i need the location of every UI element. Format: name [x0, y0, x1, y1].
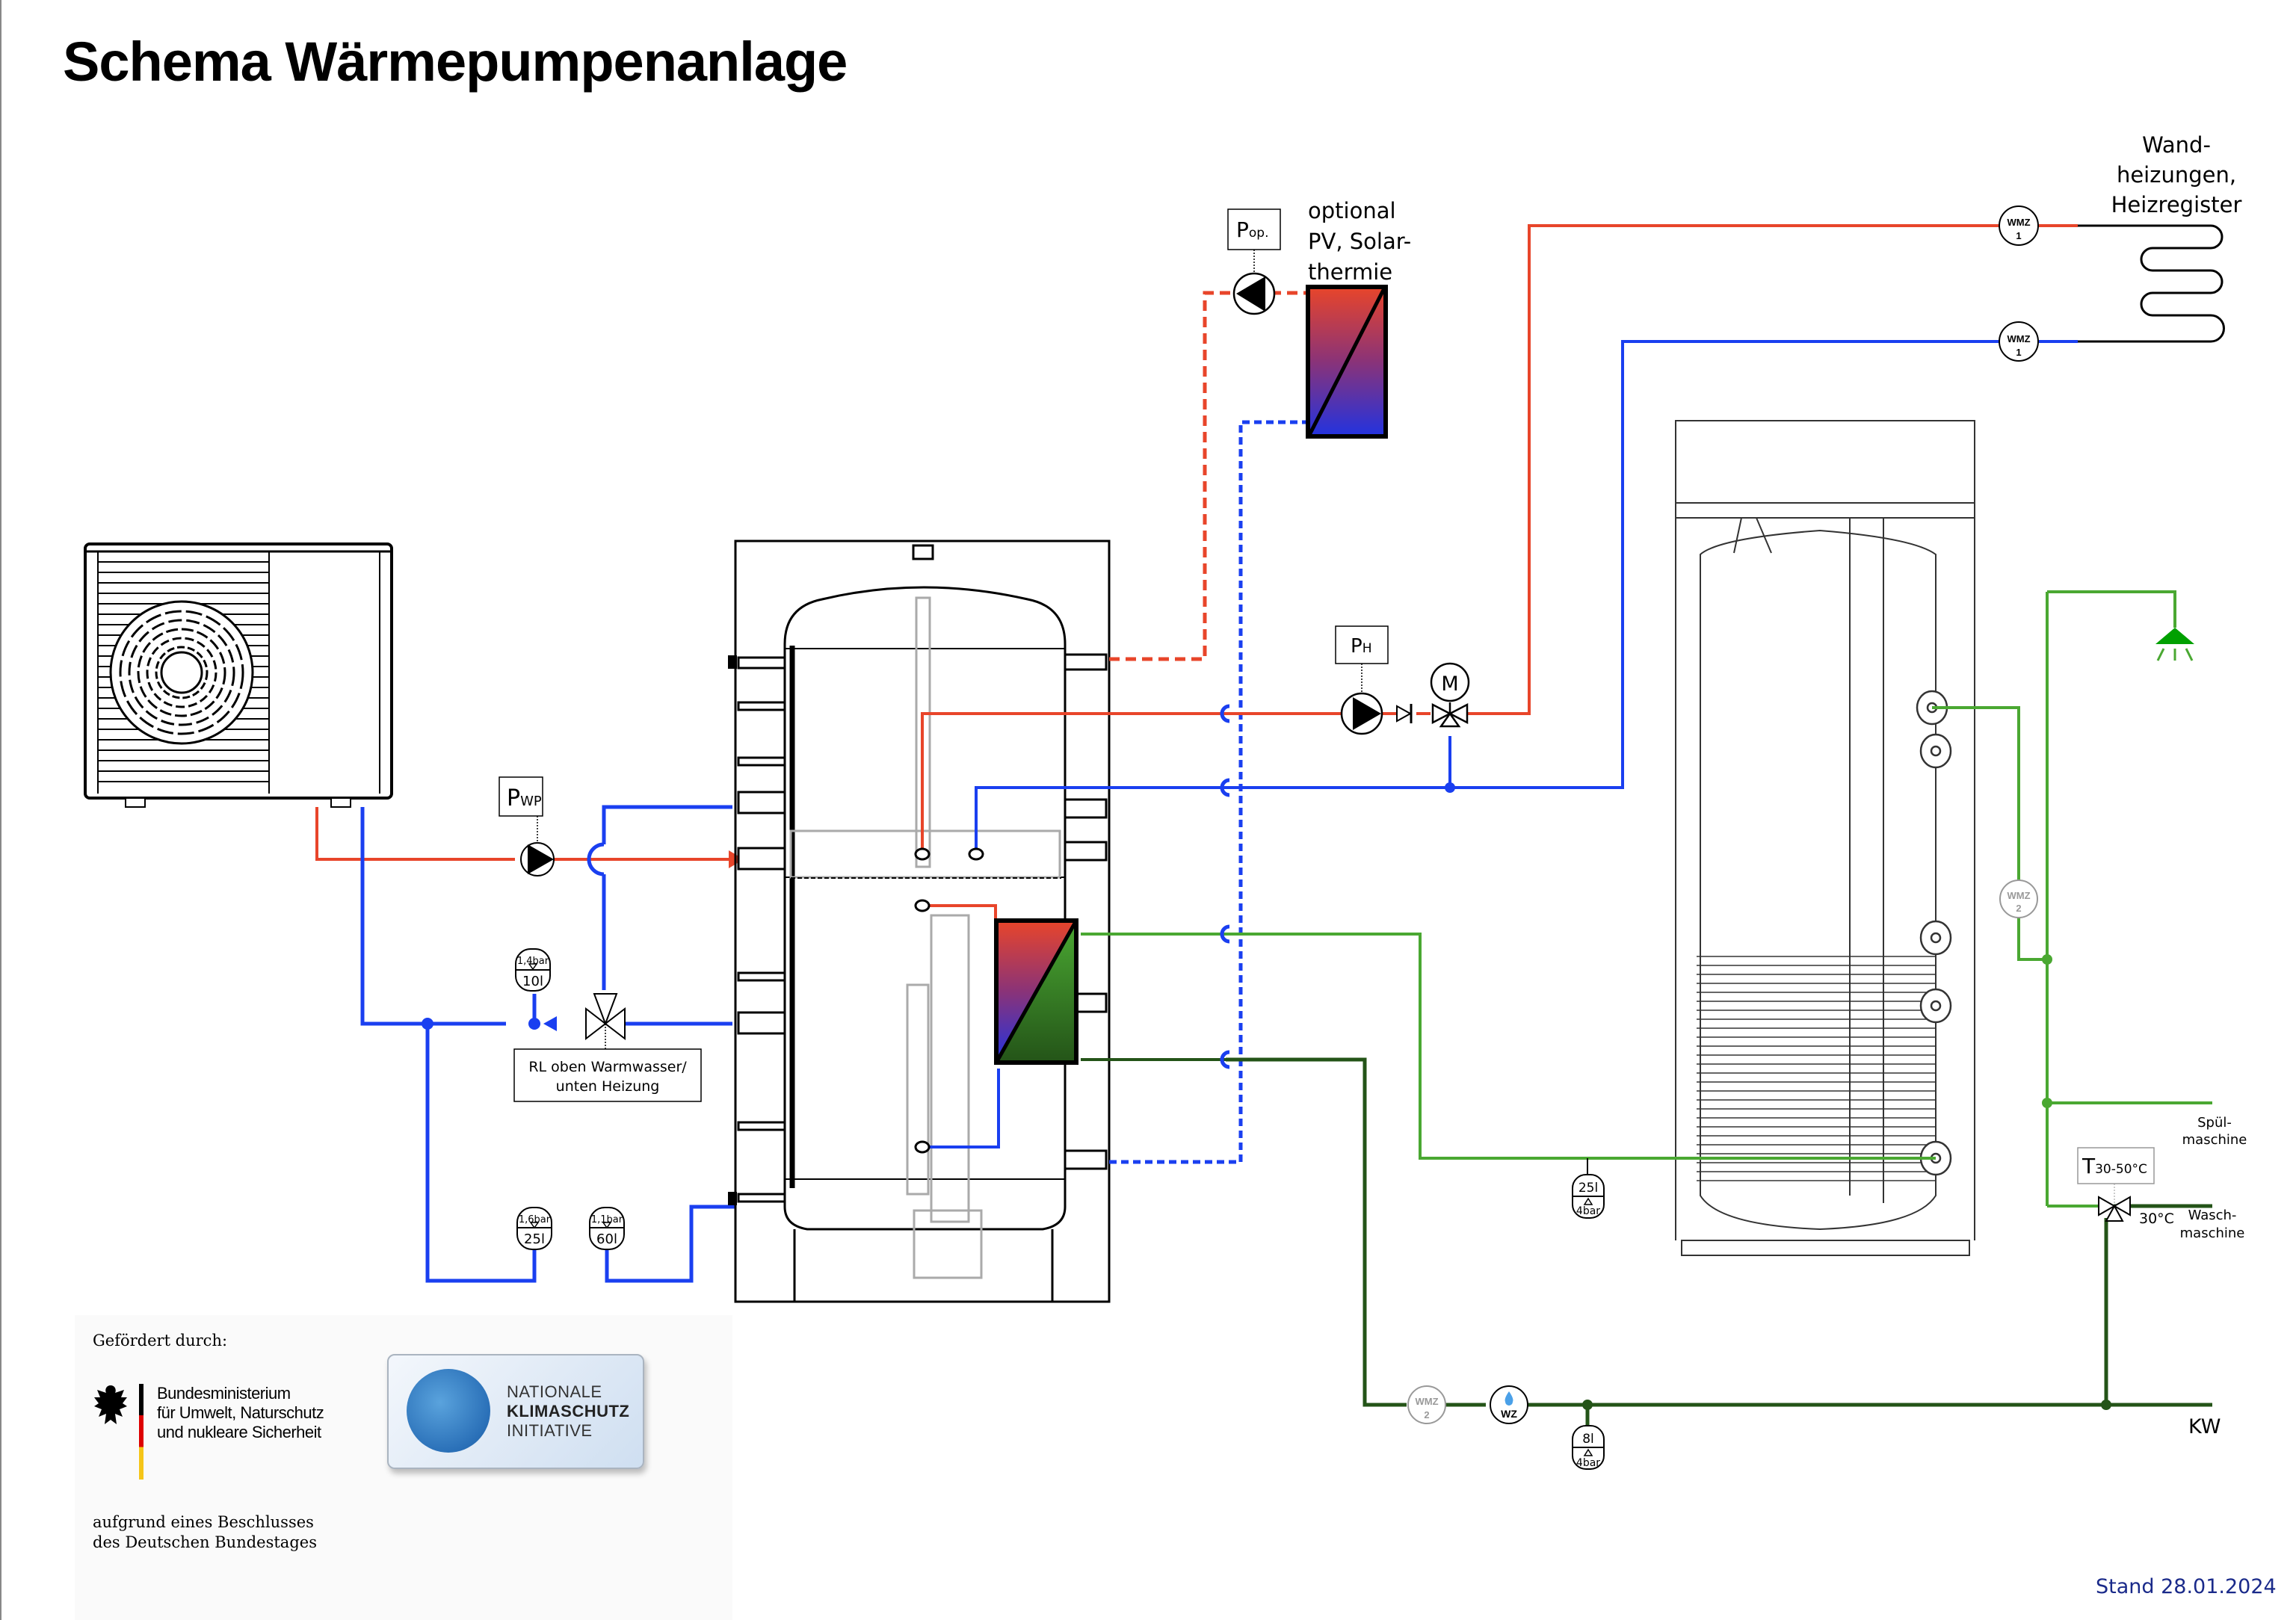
page-border — [0, 0, 1, 1620]
heat-meter-wmz1-return: WMZ 1 — [1999, 321, 2039, 362]
water-drop-icon — [1505, 1391, 1513, 1406]
svg-text:8l: 8l — [1582, 1432, 1594, 1447]
expansion-vessel-1: 1,4bar 10l — [515, 948, 551, 992]
cold-water-label: KW — [2188, 1415, 2221, 1438]
tank-internal-pipes — [921, 712, 1226, 1148]
solar-collector — [1306, 285, 1388, 439]
heat-meter-wmz2-hot: WMZ 2 — [1999, 879, 2038, 918]
svg-text:1: 1 — [2016, 347, 2021, 358]
fan-icon — [109, 600, 254, 745]
resolution-note: aufgrund eines Beschlusses des Deutschen… — [93, 1513, 317, 1551]
svg-text:maschine: maschine — [2180, 1225, 2245, 1241]
federal-eagle-icon — [94, 1385, 127, 1424]
thermostatic-mixing-valve[interactable]: T30-50°C — [2077, 1147, 2155, 1222]
svg-text:optional: optional — [1308, 198, 1396, 223]
ministry-name: Bundesministerium für Umwelt, Naturschut… — [157, 1384, 324, 1441]
svg-text:WMZ: WMZ — [2007, 333, 2030, 344]
svg-text:Wand-: Wand- — [2142, 132, 2211, 158]
motorized-three-way-valve[interactable]: M — [1430, 662, 1470, 728]
junction — [1445, 782, 1455, 793]
junction — [422, 1018, 433, 1030]
svg-text:Heizregister: Heizregister — [2111, 192, 2242, 217]
svg-text:M: M — [1441, 673, 1458, 696]
wall-heating-label: Wand- heizungen, Heizregister — [2111, 132, 2242, 217]
pipe-crossings — [1220, 704, 1230, 1069]
heating-supply-pipe — [1226, 224, 2078, 715]
svg-text:1: 1 — [2016, 230, 2021, 241]
tank-ports — [914, 847, 984, 1154]
svg-text:4bar: 4bar — [1576, 1205, 1600, 1217]
junction — [2042, 1098, 2052, 1108]
pump-icon — [1353, 697, 1381, 730]
svg-text:PV, Solar-: PV, Solar- — [1308, 229, 1411, 254]
globe-icon — [407, 1369, 490, 1453]
svg-text:1,4bar: 1,4bar — [517, 956, 549, 967]
optional-solar-label: optional PV, Solar- thermie — [1308, 198, 1411, 285]
svg-text:WMZ: WMZ — [2007, 217, 2030, 228]
svg-text:1,1bar: 1,1bar — [591, 1214, 623, 1225]
funded-by-label: Gefördert durch: — [93, 1332, 228, 1350]
page-title: Schema Wärmepumpenanlage — [63, 31, 848, 93]
svg-text:maschine: maschine — [2182, 1132, 2247, 1148]
expansion-vessel-2: 1,6bar 25l — [516, 1207, 552, 1250]
junction — [2042, 954, 2052, 965]
optional-solar-pipes — [1109, 291, 1308, 1164]
heat-meter-wmz2-cold: WMZ 2 — [1407, 1385, 1446, 1424]
pump-op[interactable]: Pop. — [1227, 208, 1281, 315]
junction — [2101, 1400, 2111, 1410]
wall-heating-coil — [2078, 224, 2225, 343]
svg-text:PH: PH — [1351, 635, 1371, 658]
pump-icon — [528, 844, 554, 874]
heat-pump-supply-pipe — [315, 807, 732, 861]
pump-h[interactable]: PH — [1335, 625, 1389, 735]
svg-text:T30-50°C: T30-50°C — [2081, 1154, 2147, 1178]
washing-machine-label: Wasch- maschine — [2180, 1208, 2245, 1241]
three-way-valve[interactable] — [585, 993, 626, 1049]
flow-arrow-icon — [543, 1016, 557, 1031]
water-meter: WZ — [1490, 1385, 1528, 1424]
pump-icon — [1236, 276, 1265, 312]
svg-text:Pop.: Pop. — [1236, 217, 1269, 242]
svg-text:10l: 10l — [522, 974, 543, 989]
heat-pump-return-pipe — [360, 805, 735, 1283]
svg-text:thermie: thermie — [1308, 259, 1392, 285]
svg-text:25l: 25l — [1578, 1181, 1598, 1196]
svg-text:4bar: 4bar — [1576, 1457, 1600, 1469]
svg-text:WMZ: WMZ — [2007, 890, 2030, 901]
expansion-vessel-4: 25l 4bar — [1572, 1174, 1605, 1219]
svg-text:1,6bar: 1,6bar — [519, 1214, 551, 1225]
motor-icon — [1430, 662, 1470, 702]
svg-text:2: 2 — [2016, 903, 2021, 914]
svg-text:Wasch-: Wasch- — [2188, 1208, 2237, 1223]
svg-text:RL oben Warmwasser/: RL oben Warmwasser/ — [528, 1059, 687, 1075]
svg-text:60l: 60l — [596, 1231, 617, 1247]
dishwasher-label: Spül- maschine — [2182, 1115, 2247, 1148]
svg-text:25l: 25l — [524, 1231, 545, 1247]
expansion-vessel-5: 8l 4bar — [1572, 1425, 1605, 1470]
german-flag-bar — [139, 1384, 144, 1480]
heat-pump-outdoor-unit — [84, 542, 393, 808]
klimaschutz-initiative-logo: NATIONALE KLIMASCHUTZ INITIATIVE — [387, 1354, 644, 1469]
shower-icon — [2155, 628, 2194, 661]
mix-temp-label: 30°C — [2139, 1211, 2174, 1227]
svg-text:WZ: WZ — [1501, 1408, 1517, 1420]
warm-water-pipes — [1226, 590, 2212, 1208]
revision-date: Stand 28.01.2024 — [2096, 1575, 2277, 1598]
heating-return-pipe — [1106, 340, 2078, 789]
hot-water-heat-pump-storage — [1675, 420, 1975, 1256]
junction — [1582, 1400, 1593, 1410]
expansion-vessel-3: 1,1bar 60l — [589, 1207, 625, 1250]
svg-text:heizungen,: heizungen, — [2117, 162, 2236, 188]
svg-text:unten Heizung: unten Heizung — [556, 1078, 660, 1095]
fresh-water-heat-exchanger — [994, 918, 1078, 1065]
heat-meter-wmz1-supply: WMZ 1 — [1999, 205, 2039, 246]
svg-text:PWP: PWP — [507, 785, 542, 811]
mixing-valve-note: RL oben Warmwasser/ unten Heizung — [513, 1048, 702, 1102]
svg-text:2: 2 — [1424, 1409, 1429, 1420]
check-valve-icon — [1396, 704, 1413, 723]
svg-text:WMZ: WMZ — [1415, 1396, 1438, 1407]
pump-wp[interactable]: PWP — [499, 776, 555, 877]
svg-text:Spül-: Spül- — [2197, 1115, 2232, 1131]
